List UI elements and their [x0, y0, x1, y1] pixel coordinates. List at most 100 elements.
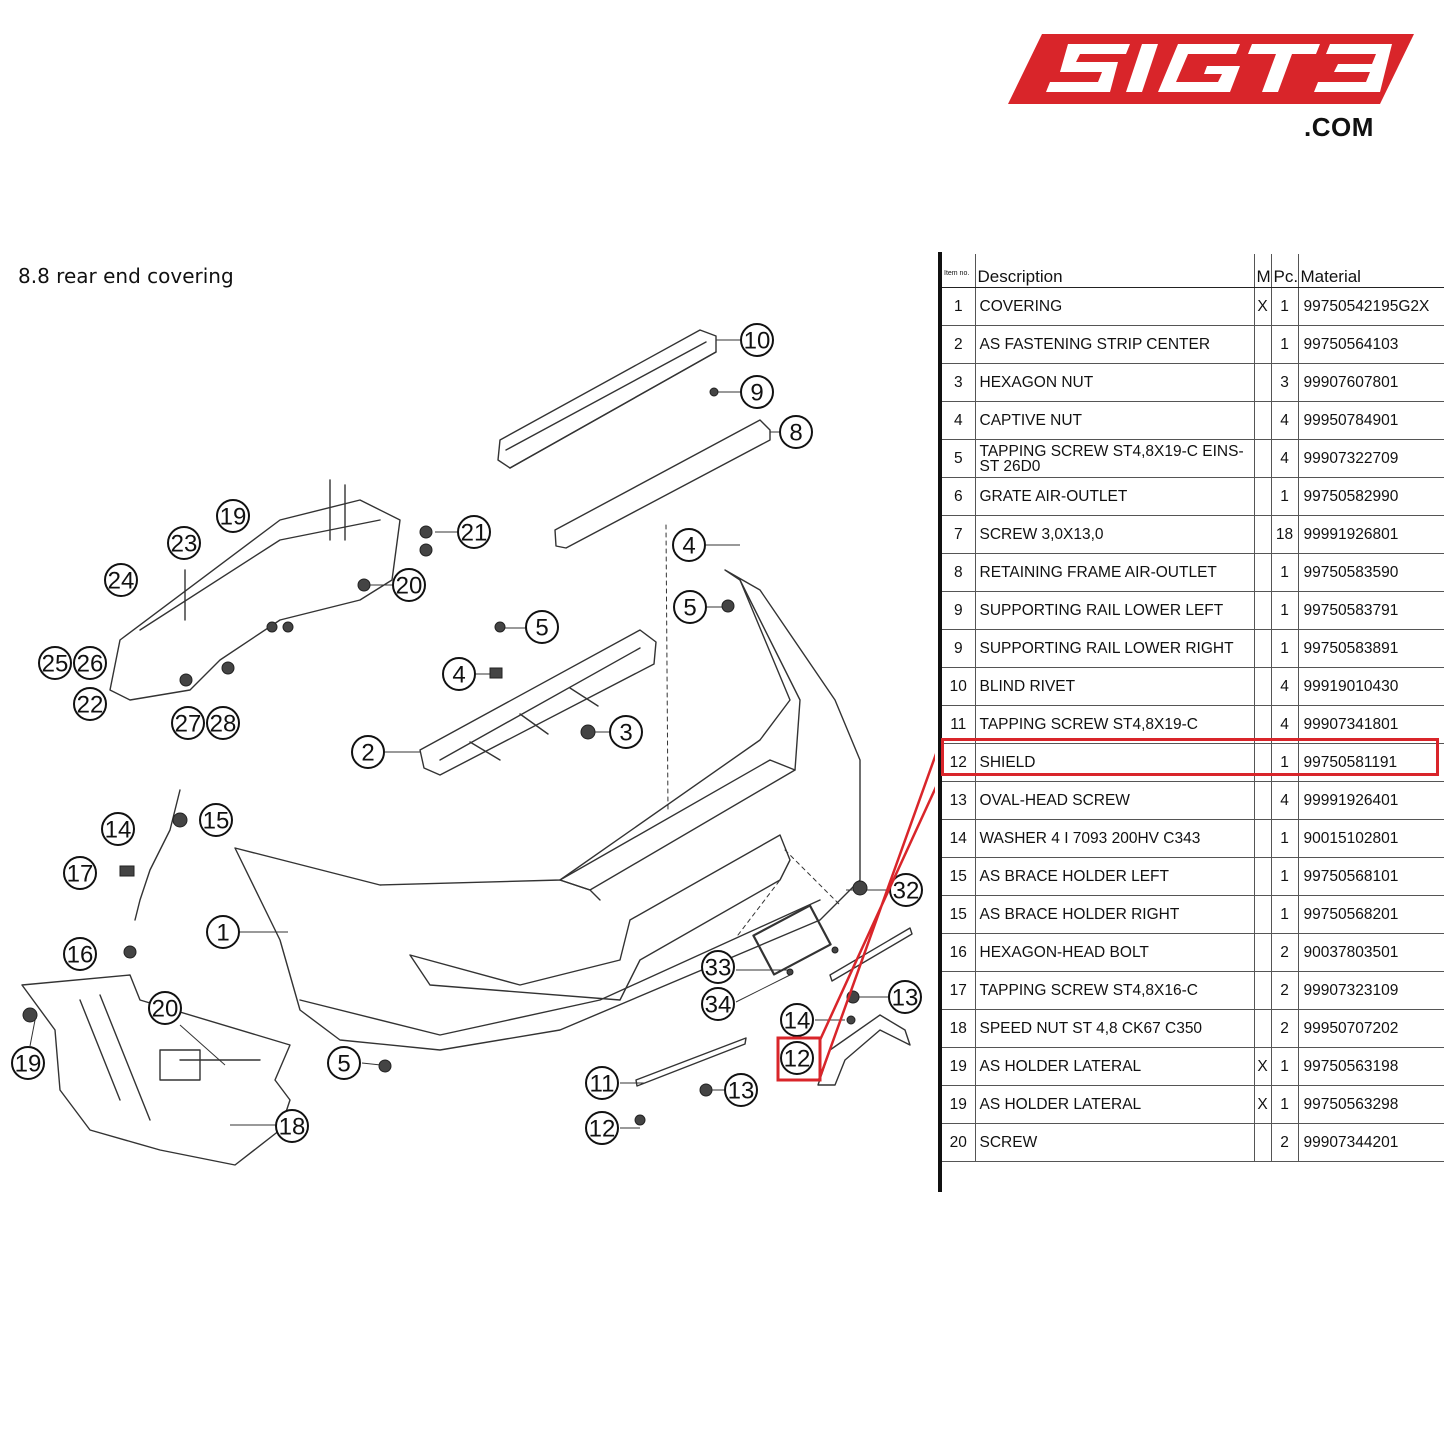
- cell-item: 7: [942, 515, 975, 554]
- header-m: M: [1253, 254, 1271, 288]
- cell-description: AS BRACE HOLDER LEFT: [974, 857, 1254, 896]
- cell-item: 9: [942, 629, 975, 668]
- svg-text:34: 34: [705, 992, 732, 1019]
- cell-material: 90015102801: [1297, 819, 1444, 858]
- cell-description: HEXAGON NUT: [974, 363, 1254, 402]
- cell-pc: 4: [1270, 705, 1298, 744]
- cell-pc: 1: [1270, 1085, 1298, 1124]
- part-fastening-strip: [419, 629, 657, 776]
- cell-pc: 1: [1270, 591, 1298, 630]
- logo-mark: [1008, 34, 1414, 104]
- callout-20: 19: [11, 1046, 45, 1080]
- logo-domain-suffix: .COM: [1304, 112, 1374, 142]
- svg-text:19: 19: [220, 504, 247, 531]
- cell-item: 19: [942, 1047, 975, 1086]
- svg-text:9: 9: [750, 380, 763, 407]
- cell-material: 99750542195G2X: [1297, 287, 1444, 326]
- svg-text:14: 14: [784, 1008, 811, 1035]
- cell-m: [1253, 971, 1271, 1010]
- svg-text:3: 3: [619, 720, 632, 747]
- svg-text:21: 21: [461, 520, 488, 547]
- header-description: Description: [974, 254, 1254, 288]
- cell-item: 3: [942, 363, 975, 402]
- callout-17: 16: [63, 937, 97, 971]
- cell-description: BLIND RIVET: [974, 667, 1254, 706]
- cell-description: RETAINING FRAME AIR-OUTLET: [974, 553, 1254, 592]
- cell-material: 99750568201: [1297, 895, 1444, 934]
- cell-m: [1253, 401, 1271, 440]
- svg-text:5: 5: [683, 595, 696, 622]
- svg-text:25: 25: [42, 651, 69, 678]
- cell-m: [1253, 591, 1271, 630]
- svg-text:12: 12: [784, 1046, 811, 1073]
- cell-m: [1253, 781, 1271, 820]
- svg-text:14: 14: [105, 817, 132, 844]
- svg-text:4: 4: [452, 662, 465, 689]
- callout-4-right: 4: [672, 528, 706, 562]
- callout-14: 14: [780, 1003, 814, 1037]
- header-pc: Pc.: [1270, 254, 1298, 288]
- cell-description: SPEED NUT ST 4,8 CK67 C350: [974, 1009, 1254, 1048]
- cell-m: [1253, 819, 1271, 858]
- cell-pc: 1: [1270, 857, 1298, 896]
- cell-pc: 1: [1270, 629, 1298, 668]
- brand-logo[interactable]: .COM: [1008, 34, 1414, 144]
- cell-pc: 18: [1270, 515, 1298, 554]
- cell-m: [1253, 1009, 1271, 1048]
- cell-material: 99991926801: [1297, 515, 1444, 554]
- cell-pc: 3: [1270, 363, 1298, 402]
- callout-24: 21: [457, 515, 491, 549]
- svg-text:20: 20: [152, 996, 179, 1023]
- cell-pc: 2: [1270, 933, 1298, 972]
- svg-text:18: 18: [279, 1114, 306, 1141]
- part-supporting-rail-right: [829, 927, 913, 982]
- cell-item: 4: [942, 401, 975, 440]
- callout-3: 3: [609, 715, 643, 749]
- svg-text:20: 20: [396, 573, 423, 600]
- callout-9: 11: [585, 1066, 619, 1100]
- cell-m: X: [1253, 1085, 1271, 1124]
- part-air-grate: [554, 419, 771, 549]
- cell-m: [1253, 439, 1271, 478]
- svg-text:10: 10: [744, 328, 771, 355]
- part-brace-holder: [134, 789, 181, 921]
- part-underbody-shield: [109, 479, 401, 701]
- part-shield: [817, 1014, 911, 1086]
- cell-pc: 4: [1270, 439, 1298, 478]
- callout-4-center: 4: [442, 657, 476, 691]
- cell-m: [1253, 629, 1271, 668]
- callout-31: 28: [206, 706, 240, 740]
- cell-material: 90037803501: [1297, 933, 1444, 972]
- cell-description: SCREW 3,0X13,0: [974, 515, 1254, 554]
- svg-text:22: 22: [77, 692, 104, 719]
- callout-7: 9: [740, 375, 774, 409]
- cell-description: SCREW: [974, 1123, 1254, 1162]
- cell-item: 15: [942, 895, 975, 934]
- cell-item: 8: [942, 553, 975, 592]
- cell-description: AS HOLDER LATERAL: [974, 1047, 1254, 1086]
